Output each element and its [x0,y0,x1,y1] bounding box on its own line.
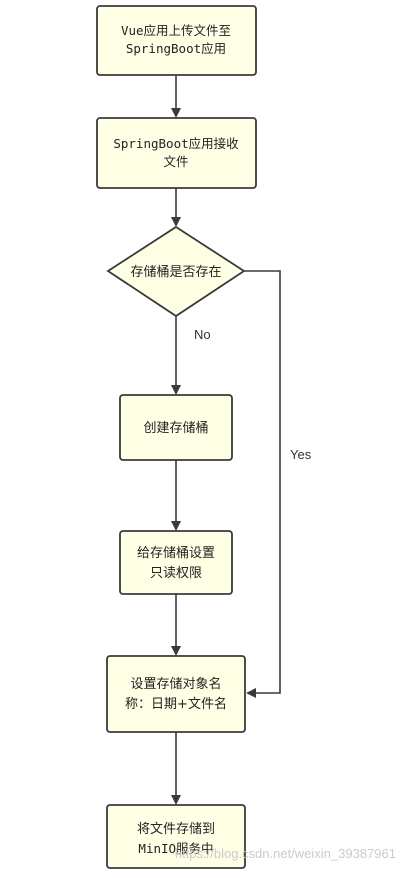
node-set-object-name: 设置存储对象名 称：日期+文件名 [106,655,246,733]
node-receive: SpringBoot应用接收 文件 [96,117,257,189]
decision-diamond [106,225,246,318]
decision-label: 存储桶是否存在 [130,265,221,280]
node-upload: Vue应用上传文件至 SpringBoot应用 [96,5,257,76]
node-store-file: 将文件存储到 MinIO服务中 [106,804,246,869]
node-store-file-line2: MinIO服务中 [138,841,213,856]
node-receive-line2: 文件 [163,154,188,169]
node-receive-box [96,117,257,189]
node-store-file-box [106,804,246,869]
node-upload-line1: Vue应用上传文件至 [121,23,231,38]
node-store-file-line1: 将文件存储到 [137,822,215,837]
node-set-readonly-line1: 给存储桶设置 [137,546,215,561]
node-create-bucket-label: 创建存储桶 [143,421,208,436]
node-set-readonly-box [119,530,233,595]
edge-decision-yes-to-objectname [244,270,281,698]
node-set-readonly: 给存储桶设置 只读权限 [119,530,233,595]
edge-label-no: No [194,327,211,342]
node-upload-line2: SpringBoot应用 [126,41,226,56]
node-create-bucket-box [119,394,233,461]
node-set-readonly-line2: 只读权限 [150,565,202,581]
edges [171,75,281,805]
node-bucket-exists: 存储桶是否存在 [106,225,246,318]
node-upload-box [96,5,257,76]
node-create-bucket: 创建存储桶 [119,394,233,461]
node-set-object-name-line1: 设置存储对象名 [130,676,221,692]
edge-label-yes: Yes [290,447,312,462]
node-receive-line1: SpringBoot应用接收 [113,136,239,151]
node-set-object-name-box [106,655,246,733]
watermark-url: https://blog.csdn.net/weixin_39387961 [175,846,396,861]
node-set-object-name-line2: 称：日期+文件名 [125,696,227,712]
